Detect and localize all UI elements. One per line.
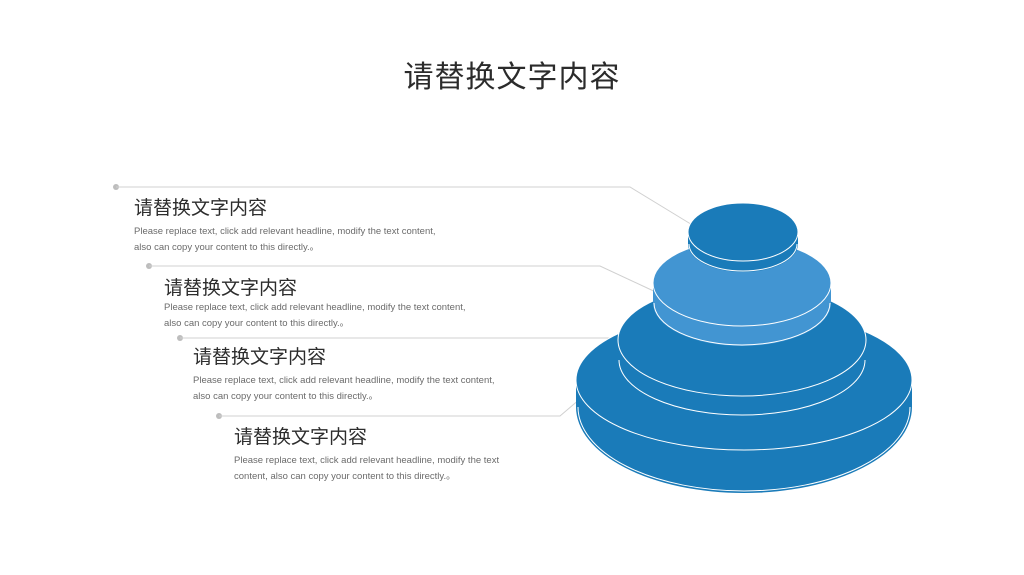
text-item-1: 请替换文字内容 Please replace text, click add r… xyxy=(134,196,436,256)
item-heading: 请替换文字内容 xyxy=(134,197,268,219)
page-title: 请替换文字内容 xyxy=(403,60,621,95)
text-item-3: 请替换文字内容 Please replace text, click add r… xyxy=(193,345,495,405)
tier-side-outline xyxy=(577,406,911,492)
connector-1 xyxy=(113,184,695,227)
item-heading: 请替换文字内容 xyxy=(234,426,368,448)
pyramid-tier-2 xyxy=(652,239,832,346)
pyramid-tier-1 xyxy=(687,202,799,272)
item-description-line: also can copy your content to this direc… xyxy=(134,242,320,253)
item-description-line: Please replace text, click add relevant … xyxy=(234,455,500,466)
item-description: Please replace text, click add relevant … xyxy=(164,300,466,332)
connector-2 xyxy=(146,263,661,295)
tier-side-outline xyxy=(618,359,866,416)
tier-side-outline xyxy=(688,243,798,272)
item-description: Please replace text, click add relevant … xyxy=(193,373,495,405)
item-description-line: content, also can copy your content to t… xyxy=(234,471,456,482)
item-description-line: Please replace text, click add relevant … xyxy=(134,226,436,237)
text-item-2: 请替换文字内容 Please replace text, click add r… xyxy=(164,276,466,332)
item-description: Please replace text, click add relevant … xyxy=(234,453,499,485)
item-description-line: also can copy your content to this direc… xyxy=(164,318,350,329)
tier-top xyxy=(687,202,799,262)
connector-3 xyxy=(177,335,657,341)
item-heading: 请替换文字内容 xyxy=(164,277,298,299)
tier-side-outline xyxy=(653,302,831,346)
item-description-line: Please replace text, click add relevant … xyxy=(164,302,466,313)
text-item-4: 请替换文字内容 Please replace text, click add r… xyxy=(234,425,499,485)
item-description-line: also can copy your content to this direc… xyxy=(193,391,379,402)
connector-line xyxy=(116,186,695,227)
connector-line xyxy=(149,265,661,295)
item-description-line: Please replace text, click add relevant … xyxy=(193,375,495,386)
item-description: Please replace text, click add relevant … xyxy=(134,224,436,256)
item-heading: 请替换文字内容 xyxy=(193,346,327,368)
